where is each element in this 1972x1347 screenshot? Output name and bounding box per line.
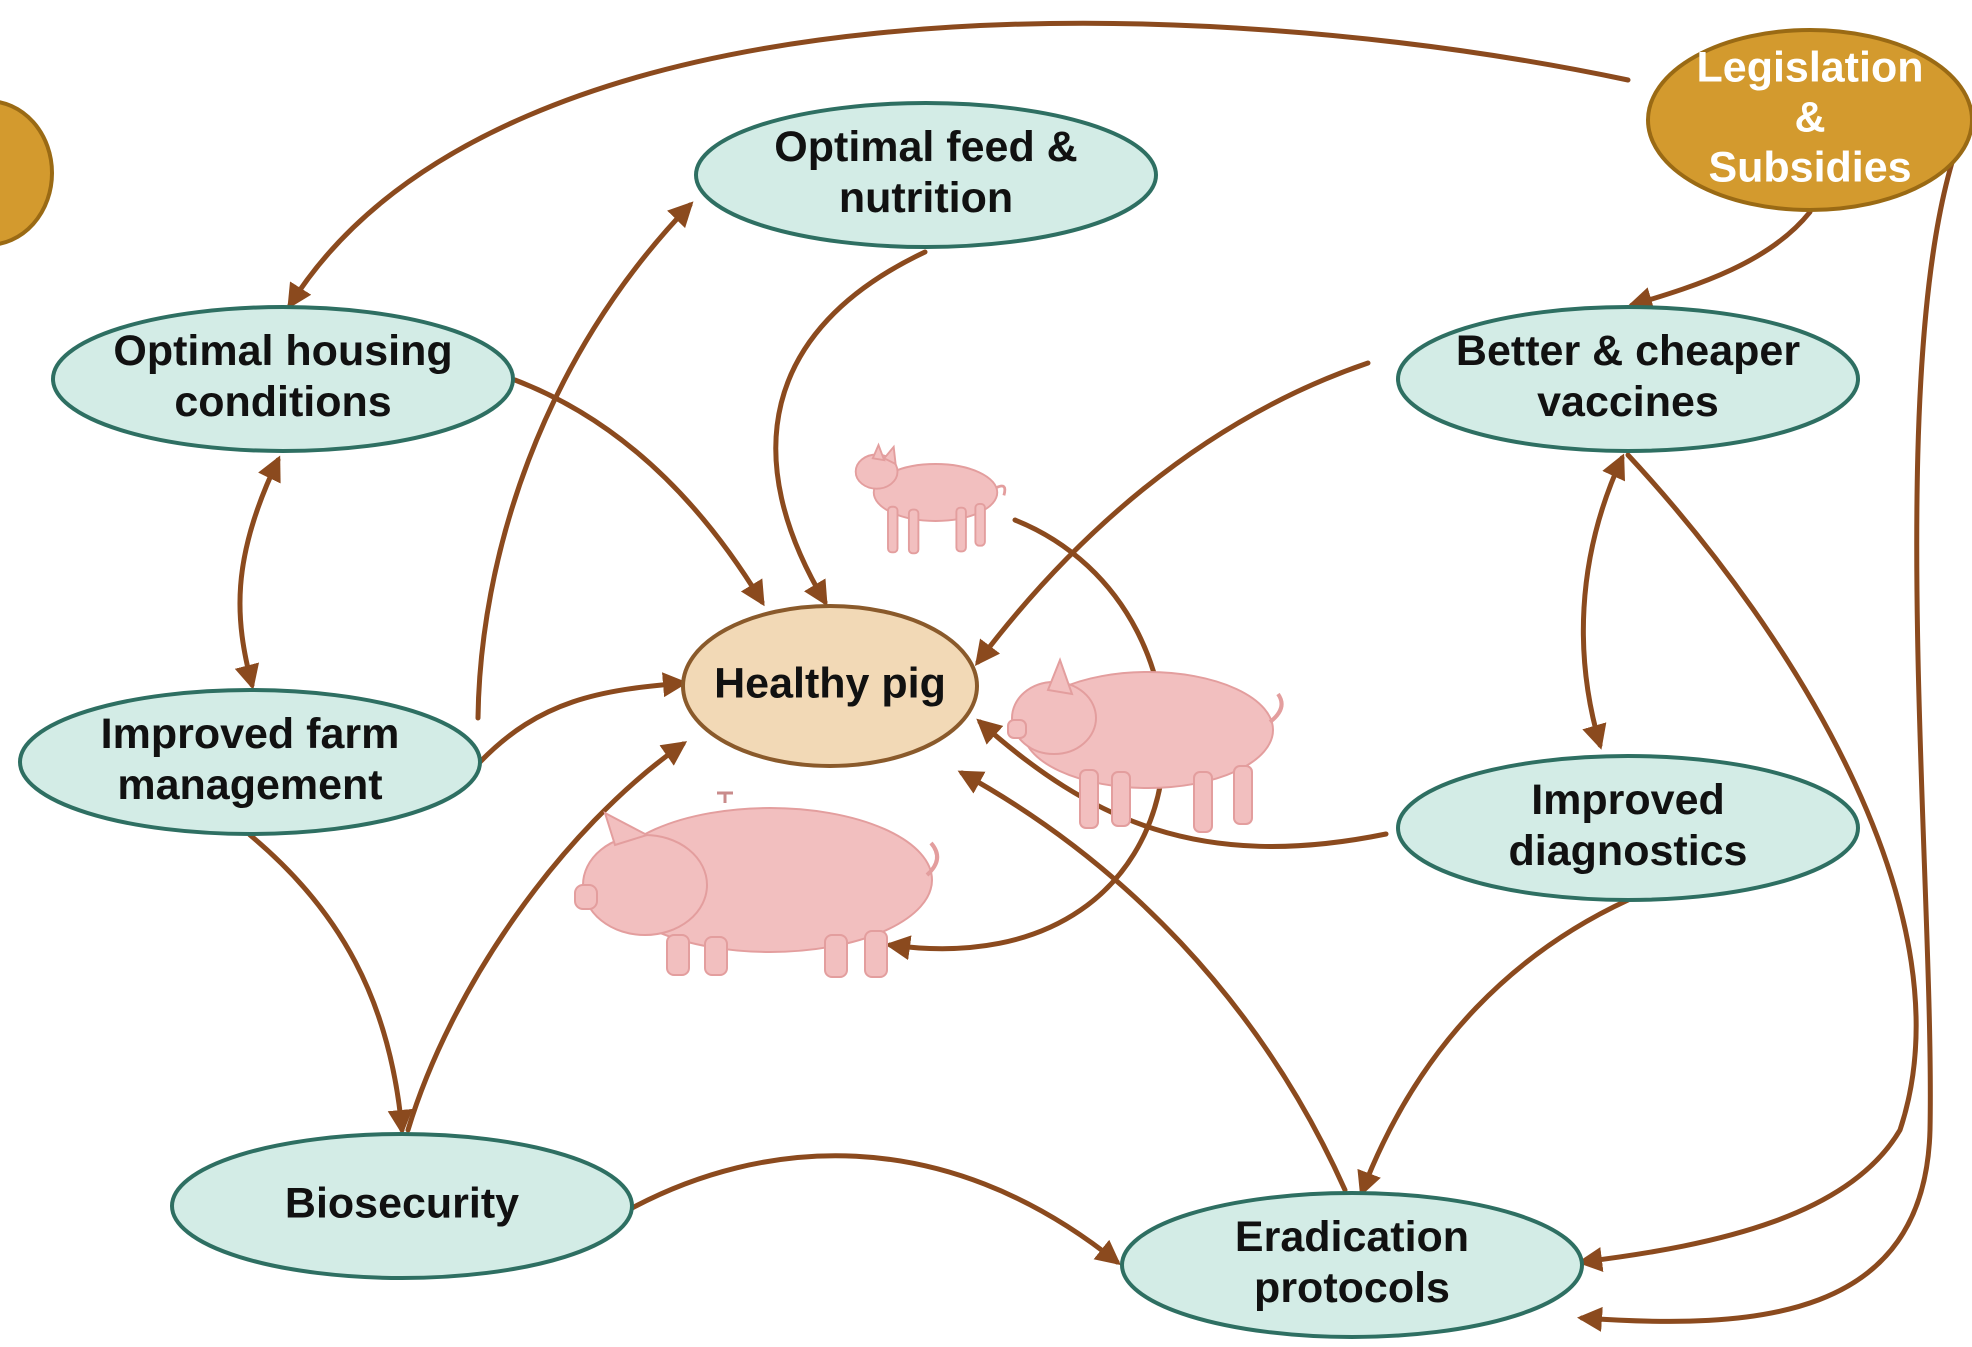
node-label-line: nutrition [839,174,1013,222]
arrow-housing-farm-bidirectional [234,455,281,690]
arrow-vaccines-diagnostics-bidirectional [1580,453,1625,750]
node-shape [681,604,979,768]
node-healthy: Healthy pig [681,604,979,768]
node-label-line: diagnostics [1509,827,1748,875]
arrow-feed-to-healthy [773,249,928,607]
node-shape [1396,305,1860,453]
arrow-vaccines-to-eradication [1577,452,1919,1272]
node-label-line: Biosecurity [285,1179,519,1227]
node-partial-left: c [0,100,54,246]
arrow-farm-to-biosecurity [247,832,413,1135]
arrow-biosecurity-to-healthy [405,741,688,1133]
node-label-line: Better & cheaper [1456,327,1800,375]
arrow-legislation-to-housing [287,20,1631,310]
node-biosecurity: Biosecurity [170,1132,634,1280]
node-shape [51,305,515,453]
node-feed: Optimal feed &nutrition [694,101,1158,249]
grower-pig-icon [1007,657,1284,833]
node-shape [170,1132,634,1280]
arrow-farm-to-feed [475,201,694,721]
node-label-line: Improved farm [101,710,400,758]
arrow-diagnostics-to-eradication [1357,897,1631,1197]
node-label-line: Optimal feed & [774,123,1077,171]
node-label-line: Legislation [1697,43,1924,91]
arrow-housing-to-healthy [512,377,765,607]
arrow-biosecurity-to-eradication [629,1153,1121,1266]
arrow-farm-to-healthy [477,672,688,765]
node-label-line: protocols [1254,1264,1450,1312]
sow-icon [574,791,939,978]
node-label-line: Improved [1531,776,1725,824]
node-label-line: Eradication [1235,1213,1469,1261]
node-shape [18,688,482,836]
node-label-line: Optimal housing [113,327,452,375]
node-label-line: conditions [174,378,391,426]
node-shape [1396,754,1860,902]
node-shape [1120,1191,1584,1339]
arrow-diagnostics-to-healthy [976,718,1389,849]
node-shape [694,101,1158,249]
node-legislation: Legislation&Subsidies [1646,28,1972,212]
node-label-line: Subsidies [1708,143,1911,191]
node-label-line: Healthy pig [714,659,946,707]
node-shape [1646,28,1972,212]
piglet-icon [854,442,1007,555]
arrow-legislation-to-eradication-long [1577,127,1966,1332]
node-label-line: & [1794,93,1825,141]
arrow-legislation-to-vaccines [1627,209,1813,312]
arrow-eradication-to-healthy [957,770,1348,1193]
arrow-vaccines-to-healthy [974,360,1371,666]
node-label-line: vaccines [1537,378,1719,426]
node-label-line: management [117,761,382,809]
node-shape [0,100,54,246]
